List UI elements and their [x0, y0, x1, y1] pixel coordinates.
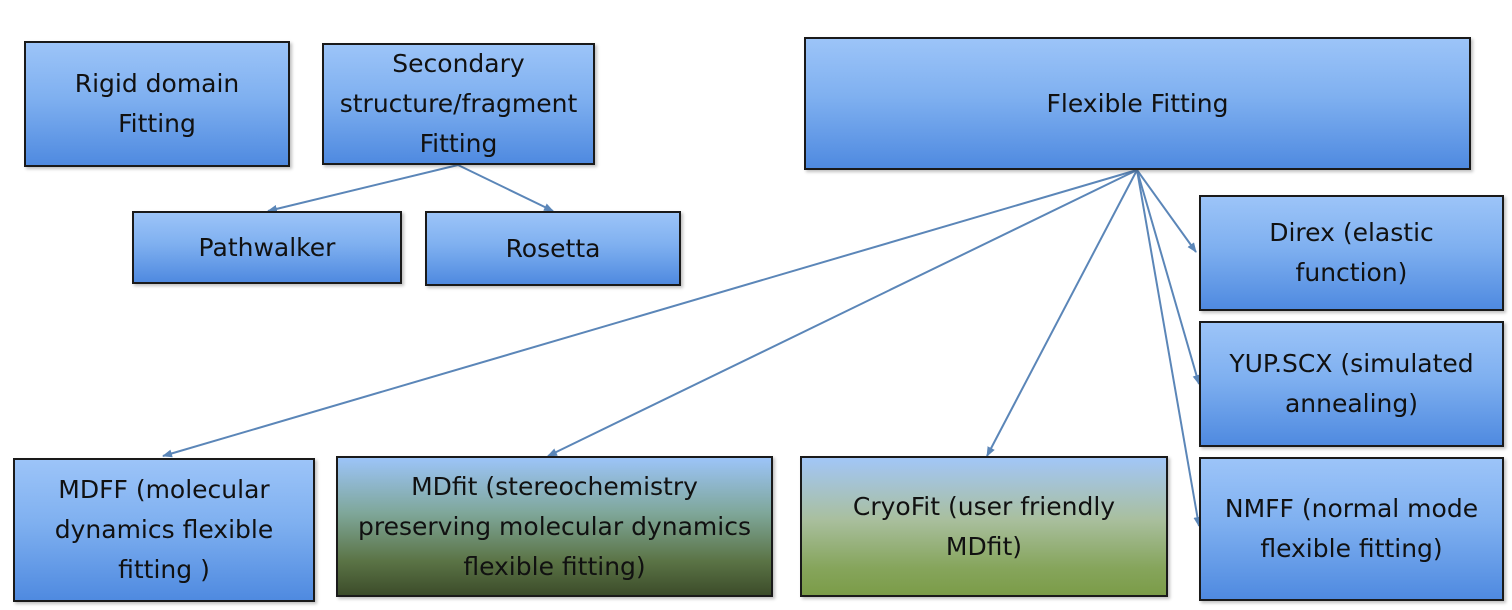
edge-flexible-yup — [1136, 169, 1201, 385]
node-rigid-domain-fitting: Rigid domain Fitting — [24, 41, 290, 167]
node-mdfit: MDfit (stereochemistry preserving molecu… — [336, 456, 773, 597]
edge-flexible-direx — [1136, 169, 1197, 253]
node-yup-scx: YUP.SCX (simulated annealing) — [1199, 321, 1504, 447]
node-label: YUP.SCX (simulated annealing) — [1229, 349, 1474, 418]
node-label: Pathwalker — [198, 232, 336, 262]
edge-flexible-cryofit — [986, 169, 1138, 457]
node-label: MDfit (stereochemistry preserving molecu… — [357, 471, 752, 581]
node-cryofit: CryoFit (user friendly MDfit) — [800, 456, 1168, 597]
node-label: Direx (elastic function) — [1269, 218, 1434, 287]
node-label: Rigid domain Fitting — [74, 69, 240, 138]
edge-secondary-rosetta — [457, 164, 554, 212]
edge-flexible-mdff — [162, 169, 1138, 458]
node-direx: Direx (elastic function) — [1199, 195, 1504, 311]
node-label: NMFF (normal mode flexible fitting) — [1224, 494, 1479, 563]
node-label: Flexible Fitting — [1046, 88, 1229, 118]
edge-flexible-nmff — [1136, 169, 1202, 527]
node-rosetta: Rosetta — [425, 211, 681, 286]
node-label: CryoFit (user friendly MDfit) — [852, 491, 1116, 561]
node-nmff: NMFF (normal mode flexible fitting) — [1199, 457, 1504, 601]
edge-secondary-pathwalker — [267, 164, 459, 213]
node-secondary-structure-fitting: Secondary structure/fragment Fitting — [322, 43, 595, 165]
node-label: MDFF (molecular dynamics flexible fittin… — [54, 475, 274, 584]
node-label: Secondary structure/fragment Fitting — [339, 49, 578, 158]
node-flexible-fitting: Flexible Fitting — [804, 37, 1471, 170]
node-mdff: MDFF (molecular dynamics flexible fittin… — [13, 458, 315, 602]
node-pathwalker: Pathwalker — [132, 211, 402, 284]
edge-flexible-mdfit — [547, 169, 1138, 457]
node-label: Rosetta — [505, 233, 601, 263]
